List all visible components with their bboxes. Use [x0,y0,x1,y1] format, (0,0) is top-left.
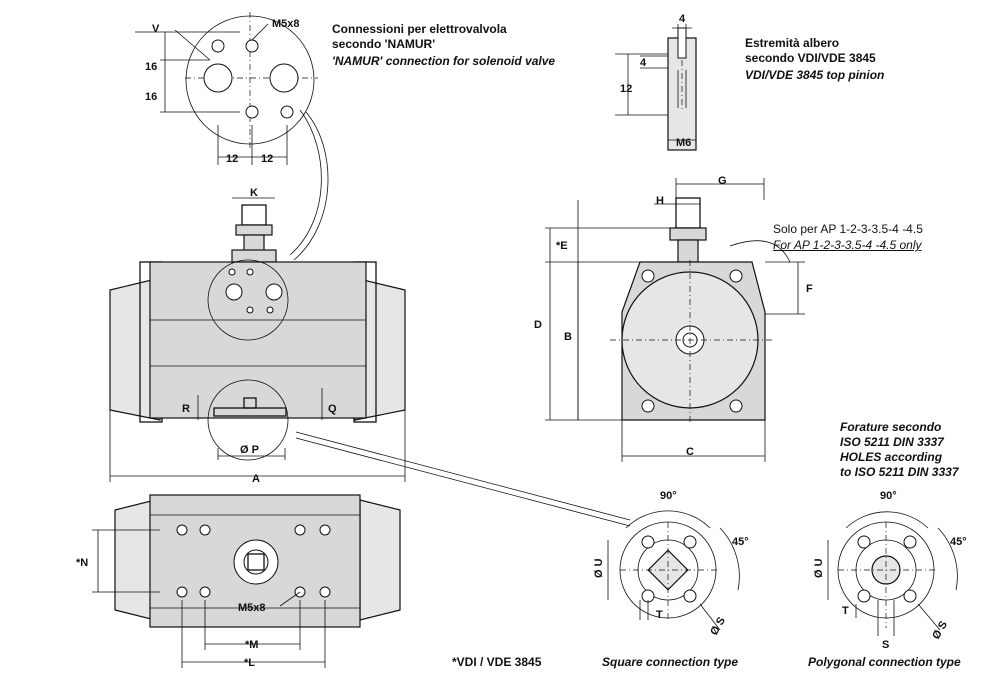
dim-l-label: *L [244,657,255,669]
pg-dim-u-label: Ø U [813,558,825,578]
holes-caption-en-line1: HOLES according [840,450,943,464]
dim-h-label: H [656,195,664,207]
pinion-dim-12-label: 12 [620,83,632,95]
pinion-dim-m6-label: M6 [676,137,691,149]
dim-m-label: *M [245,639,258,651]
sq-dim-u-label: Ø U [593,558,605,578]
vdi-note: *VDI / VDE 3845 [452,655,542,669]
pinion-caption-it-line1: Estremità albero [745,36,840,50]
sq-dim-t-label: T [656,609,663,621]
actuator-bottom-view [92,494,401,668]
namur-caption-it-line2: secondo 'NAMUR' [332,37,436,51]
namur-leader-line [289,109,322,256]
dim-q-label: Q [328,403,337,415]
dim-m5x8-bottom-label: M5x8 [238,602,266,614]
holes-caption-it-line1: Forature secondo [840,420,942,434]
dim-12-right-label: 12 [261,153,273,165]
dim-n-label: *N [76,557,88,569]
solo-caption-en: For AP 1-2-3-3.5-4 -4.5 only [773,238,922,252]
pinion-dim-4-side-label: 4 [640,57,647,69]
namur-caption-en: 'NAMUR' connection for solenoid valve [332,54,556,68]
holes-caption-it-line2: ISO 5211 DIN 3337 [840,435,944,449]
dim-m5x8-top-label: M5x8 [272,18,300,30]
actuator-front-view [109,197,406,482]
dim-e-label: *E [556,240,568,252]
dim-c-label: C [686,446,694,458]
dim-f-label: F [806,283,813,295]
dim-r-label: R [182,403,190,415]
polygonal-connection-detail [827,511,958,636]
dim-v-label: V [152,23,160,35]
pg-angle-45-label: 45° [950,536,967,548]
namur-detail-view [135,12,318,165]
pg-angle-90-label: 90° [880,490,897,502]
pg-dim-t-label: T [842,605,849,617]
square-connection-detail [607,510,740,631]
dim-p-label: Ø P [240,444,259,456]
sq-angle-45-label: 45° [732,536,749,548]
polygonal-connection-caption: Polygonal connection type [808,655,961,669]
dim-g-label: G [718,175,727,187]
dim-k-label: K [250,187,258,199]
dim-12-left-label: 12 [226,153,238,165]
dim-b-label: B [564,331,572,343]
dim-a-label: A [252,473,260,485]
sq-angle-90-label: 90° [660,490,677,502]
pinion-caption-en: VDI/VDE 3845 top pinion [745,68,885,82]
pg-dim-s-bottom-label: S [882,639,889,651]
solo-caption-it: Solo per AP 1-2-3-3.5-4 -4.5 [773,222,923,236]
dim-16-upper-label: 16 [145,61,157,73]
pinion-dim-4-top-label: 4 [679,13,686,25]
connection-leader-line [295,431,631,521]
dim-d-label: D [534,319,542,331]
namur-caption-it-line1: Connessioni per elettrovalvola [332,22,507,36]
actuator-side-view [545,178,805,462]
square-connection-caption: Square connection type [602,655,739,669]
dim-16-lower-label: 16 [145,91,157,103]
holes-caption-en-line2: to ISO 5211 DIN 3337 [840,465,959,479]
top-pinion-detail [615,24,697,151]
pinion-caption-it-line2: secondo VDI/VDE 3845 [745,51,876,65]
